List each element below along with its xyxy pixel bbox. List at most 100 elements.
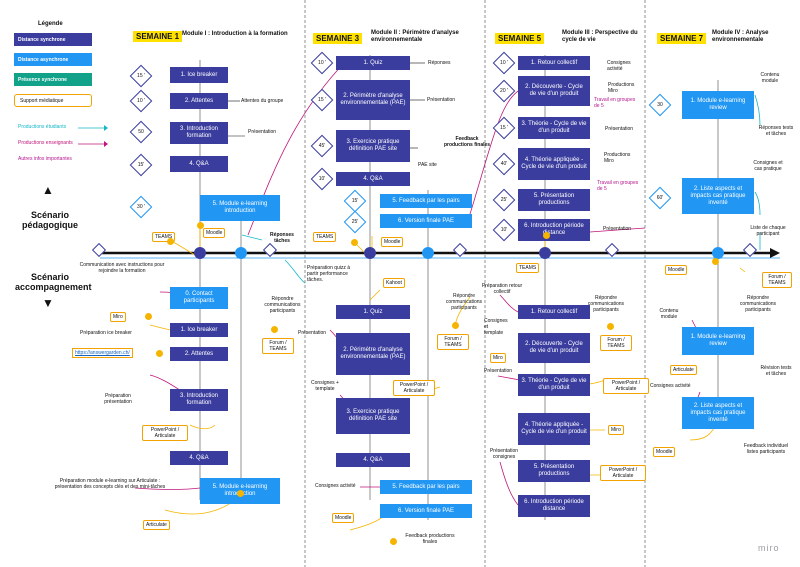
w1-contact[interactable]: 0. Contact participants bbox=[170, 287, 228, 309]
legend-sync-distance: Distance synchrone bbox=[14, 33, 92, 46]
legend-media: Support médiatique bbox=[14, 94, 92, 107]
tool-dot bbox=[167, 238, 174, 245]
w3-exercice[interactable]: 3. Exercice pratique définition PAE site bbox=[336, 130, 410, 162]
w1-note-prep-icebreaker: Préparation ice breaker bbox=[80, 330, 132, 336]
w3-bot-quiz[interactable]: 1. Quiz bbox=[336, 305, 410, 319]
w3-pae[interactable]: 2. Périmètre d'analyse environnementale … bbox=[336, 80, 410, 120]
w1-tool-moodle: Moodle bbox=[203, 228, 226, 238]
w7-note-reponses: Réponses tests et tâches bbox=[758, 125, 794, 137]
w5-note-presentation-consignes: Présentation consignes bbox=[489, 448, 519, 460]
w7-note-consignes-activite: Consignes activité bbox=[650, 383, 691, 389]
w5-bot-theorie-appliquee[interactable]: 4. Théorie appliquée - Cycle de vie d'un… bbox=[518, 413, 590, 445]
tool-dot bbox=[452, 322, 459, 329]
w7-dur-2: 60' bbox=[656, 195, 664, 201]
tool-dot bbox=[712, 258, 719, 265]
w5-decouverte[interactable]: 2. Découverte - Cycle de vie d'un produi… bbox=[518, 76, 590, 106]
w3-note-presentation: Présentation bbox=[427, 97, 456, 103]
legend-async-distance: Distance asynchrone bbox=[14, 53, 92, 66]
tool-dot bbox=[543, 232, 550, 239]
w5-introduction-distance[interactable]: 6. Introduction période distance bbox=[518, 219, 590, 241]
w1-note-attentes: Attentes du groupe bbox=[241, 98, 284, 104]
w5-bot-presentation[interactable]: 5. Présentation productions bbox=[518, 460, 590, 482]
week-7-label: SEMAINE 7 bbox=[657, 33, 707, 44]
w1-icebreaker[interactable]: 1. Ice breaker bbox=[170, 67, 228, 83]
w1-tool-forum: Forum / TEAMS bbox=[262, 338, 294, 354]
w7-note-contenu-module: Contenu module bbox=[659, 308, 679, 320]
w7-liste-aspects[interactable]: 2. Liste aspects et impacts cas pratique… bbox=[682, 178, 754, 214]
w5-bot-introduction[interactable]: 6. Introduction période distance bbox=[518, 495, 590, 517]
tool-dot bbox=[156, 350, 163, 357]
w5-tool-miro-2: Miro bbox=[608, 425, 624, 435]
w1-link-answergarden[interactable]: https://answergarden.ch/ bbox=[72, 348, 133, 358]
w5-presentation[interactable]: 5. Présentation productions bbox=[518, 189, 590, 211]
w1-tool-articulate: Articulate bbox=[143, 520, 170, 530]
w5-note-groupes-2: Travail en groupes de 5 bbox=[597, 180, 639, 192]
w5-note-presentation-2: Présentation bbox=[603, 226, 632, 232]
w3-dur-4: 10' bbox=[318, 176, 326, 182]
w5-bot-retour[interactable]: 1. Retour collectif bbox=[518, 305, 590, 319]
w5-tool-ppt: PowerPoint / Articulate bbox=[603, 378, 649, 394]
module-2-title: Module II : Périmètre d'analyse environn… bbox=[371, 30, 459, 43]
w1-note-communication: Communication avec instructions pour rej… bbox=[79, 262, 165, 274]
tool-dot bbox=[271, 326, 278, 333]
w3-bot-pae[interactable]: 2. Périmètre d'analyse environnementale … bbox=[336, 333, 410, 375]
w3-dur-1: 10 ' bbox=[318, 60, 326, 66]
w1-dur-2: 10 ' bbox=[137, 98, 145, 104]
w5-retour[interactable]: 1. Retour collectif bbox=[518, 56, 590, 70]
w1-introduction[interactable]: 3. Introduction formation bbox=[170, 122, 228, 144]
week-1-label: SEMAINE 1 bbox=[133, 31, 183, 42]
w1-qa[interactable]: 4. Q&A bbox=[170, 156, 228, 172]
w3-version-finale[interactable]: 6. Version finale PAE bbox=[380, 214, 472, 228]
w7-note-feedback: Feedback individuel listes participants bbox=[743, 443, 789, 455]
module-4-title: Module IV : Analyse environnementale bbox=[712, 30, 769, 43]
w5-sync-marker bbox=[539, 247, 551, 259]
w1-note-communications: Répondre communications participants bbox=[264, 296, 301, 314]
w5-theorie[interactable]: 3. Théorie - Cycle de vie d'un produit bbox=[518, 117, 590, 139]
w1-elearning[interactable]: 5. Module e-learning introduction bbox=[200, 195, 280, 221]
w5-note-consignes: Consignes activité bbox=[607, 60, 631, 72]
w7-bot-liste[interactable]: 2. Liste aspects et impacts cas pratique… bbox=[682, 397, 754, 429]
w3-bot-qa[interactable]: 4. Q&A bbox=[336, 453, 410, 467]
w5-note-groupes: Travail en groupes de 5 bbox=[594, 97, 636, 109]
w3-feedback[interactable]: 5. Feedback par les pairs bbox=[380, 194, 472, 208]
w1-note-presentation: Présentation bbox=[248, 129, 277, 135]
w1-async-marker bbox=[235, 247, 247, 259]
w3-bot-version[interactable]: 6. Version finale PAE bbox=[380, 504, 472, 518]
w3-tool-ppt: PowerPoint / Articulate bbox=[393, 380, 435, 396]
w3-note-consignes-template: Consignes + template bbox=[311, 380, 339, 392]
w3-quiz[interactable]: 1. Quiz bbox=[336, 56, 410, 70]
w3-note-prep-quiz: Préparation quizz à partir performance t… bbox=[307, 265, 351, 283]
w3-note-consignes: Consignes activité bbox=[315, 483, 356, 489]
w3-tool-moodle-top: Moodle bbox=[381, 237, 404, 247]
w5-bot-decouverte[interactable]: 2. Découverte - Cycle de vie d'un produi… bbox=[518, 333, 590, 363]
module-1-title: Module I : Introduction à la formation bbox=[182, 31, 288, 37]
tool-dot bbox=[237, 490, 244, 497]
w5-note-presentation: Présentation bbox=[605, 126, 634, 132]
legend-student-productions: Productions étudiants bbox=[18, 124, 67, 130]
w5-dur-6: 10' bbox=[500, 227, 508, 233]
w7-note-revision: Révision tests et tâches bbox=[760, 365, 792, 377]
w7-bot-elearning[interactable]: 1. Module e-learning review bbox=[682, 327, 754, 355]
module-3-title: Module III : Perspective du cycle de vie bbox=[562, 30, 638, 43]
legend-teacher-productions: Productions enseignants bbox=[18, 140, 73, 146]
w3-bot-feedback[interactable]: 5. Feedback par les pairs bbox=[380, 480, 472, 494]
w5-dur-2: 20 ' bbox=[500, 88, 508, 94]
w5-dur-3: 15 ' bbox=[500, 125, 508, 131]
w1-bot-qa[interactable]: 4. Q&A bbox=[170, 451, 228, 465]
w5-note-communications: Répondre communications participants bbox=[587, 295, 625, 313]
w1-bot-attentes[interactable]: 2. Attentes bbox=[170, 347, 228, 361]
w1-bot-icebreaker[interactable]: 1. Ice breaker bbox=[170, 323, 228, 337]
w3-qa[interactable]: 4. Q&A bbox=[336, 172, 410, 186]
w1-attentes[interactable]: 2. Attentes bbox=[170, 93, 228, 109]
w7-note-communications: Répondre communications participants bbox=[739, 295, 777, 313]
w5-dur-1: 10 ' bbox=[500, 60, 508, 66]
w5-theorie-appliquee[interactable]: 4. Théorie appliquée - Cycle de vie d'un… bbox=[518, 148, 590, 180]
w5-bot-theorie[interactable]: 3. Théorie - Cycle de vie d'un produit bbox=[518, 374, 590, 396]
w3-tool-kahoot: Kahoot bbox=[383, 278, 405, 288]
w7-elearning-review[interactable]: 1. Module e-learning review bbox=[682, 91, 754, 119]
w3-bot-exercice[interactable]: 3. Exercice pratique définition PAE site bbox=[336, 398, 410, 434]
w7-note-consignes: Consignes et cas pratique bbox=[753, 160, 783, 172]
w1-tool-teams: TEAMS bbox=[152, 232, 176, 242]
w1-dur-1: 15 ' bbox=[137, 73, 145, 79]
w1-bot-introduction[interactable]: 3. Introduction formation bbox=[170, 389, 228, 411]
